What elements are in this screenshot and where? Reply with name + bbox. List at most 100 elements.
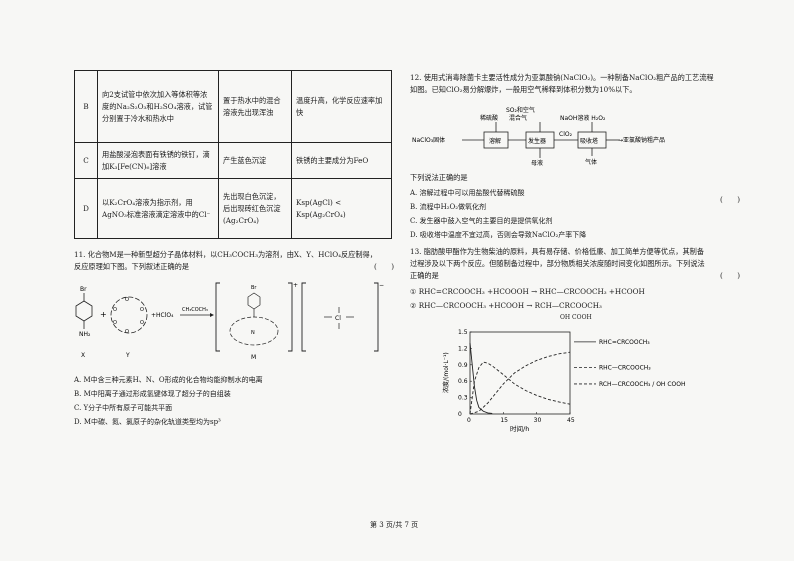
m-br-label: Br [251, 285, 257, 291]
table-cell-label: D [74, 178, 98, 239]
q11-reaction-diagram: Br NH₂ X + O O O O O O Y [75, 282, 384, 361]
y-tick-label: 1.5 [458, 329, 468, 336]
option-item[interactable]: A. M中含三种元素H、N、O形成的化合物均能抑制水的电离 [74, 376, 263, 384]
plot-frame [469, 331, 571, 415]
option-item[interactable]: D. M中碳、氮、氯原子的杂化轨道类型均为sp³ [74, 418, 221, 426]
series-line [469, 361, 571, 415]
table-cell-c2: 产生蓝色沉淀 [218, 142, 292, 179]
q13-reaction-2-sub: OH COOH [560, 314, 592, 321]
svg-text:O: O [113, 307, 117, 313]
flow-product-label: →亚氯酸钠粗产品 [618, 136, 665, 144]
hclo4-label: +HClO₄ [151, 312, 174, 319]
plus-sign: + [100, 310, 107, 319]
x-tick-label: 15 [500, 417, 508, 424]
flow-box1-label: 溶解 [489, 137, 501, 145]
option-item[interactable]: B. M中阳离子通过形成氢键体现了超分子的自组装 [74, 390, 231, 398]
x-label: X [81, 352, 85, 359]
svg-text:O: O [140, 320, 144, 326]
series-line [469, 351, 571, 415]
flow-mix-label: 混合气 [509, 114, 527, 122]
option-item[interactable]: C. Y分子中所有原子可能共平面 [74, 404, 173, 412]
solvent-label: CH₃COCH₃ [182, 307, 208, 313]
svg-text:O: O [113, 320, 117, 326]
r1-text: RHC=CRCOOCH₃ +HCOOOH → RHC—CRCOOCH₃ +HCO… [418, 287, 645, 296]
x-br-label: Br [80, 286, 87, 293]
q13-stem-2: 过程涉及以下两个反应。但随制备过程中，部分物质相关浓度随时间变化如图所示。下列说… [410, 259, 705, 268]
y-axis-label: 浓度/(mol·L⁻¹) [442, 352, 450, 393]
option-item[interactable]: D. 吸收塔中温度不宜过高，否则会导致NaClO₂产率下降 [410, 231, 587, 239]
svg-text:+: + [293, 282, 298, 289]
q11-answer-paren[interactable]: ( ) [374, 262, 394, 271]
q12-stem-1: 12. 使用式消毒除菌卡主要活性成分为亚氯酸钠(NaClO₂)。一种制备NaCl… [410, 73, 714, 82]
flow-dilute-label: 稀硫酸 [480, 114, 498, 122]
r2-text: RHC—CRCOOCH₃ +HCOOH → RCH—CRCOOCH₃ [418, 301, 602, 310]
flow-out2-label: 气体 [585, 158, 597, 166]
page-number: 第 3 页/共 7 页 [370, 521, 419, 529]
flow-box3-label: 吸收塔 [580, 137, 598, 145]
q13-reaction-1: ① RHC=CRCOOCH₃ +HCOOOH → RHC—CRCOOCH₃ +H… [410, 286, 740, 298]
right-column: 12. 使用式消毒除菌卡主要活性成分为亚氯酸钠(NaClO₂)。一种制备NaCl… [410, 72, 740, 438]
q12-stem-2: 如图。已知ClO₂易分解爆炸，一般用空气稀释到体积分数为10%以下。 [410, 85, 637, 94]
x-tick-label: 30 [534, 417, 542, 424]
q11-stem-2: 反应原理如下图。下列叙述正确的是 [74, 262, 190, 271]
r2-num: ② [410, 301, 417, 310]
q11-options: A. M中含三种元素H、N、O形成的化合物均能抑制水的电离 B. M中阳离子通过形… [74, 375, 394, 427]
table-cell-c2: 置于热水中的混合溶液先出现浑浊 [218, 70, 292, 143]
molecule-x: Br NH₂ X [75, 286, 93, 359]
x-axis-label: 时间/h [510, 424, 529, 433]
option-item[interactable]: A. 溶解过程中可以用盐酸代替稀硫酸 [410, 189, 525, 197]
q13-answer-paren[interactable]: ( ) [720, 271, 740, 280]
table-cell-label: B [74, 70, 98, 143]
table-cell-c1: 以K₂CrO₄溶液为指示剂，用AgNO₃标准溶液滴定溶液中的Cl⁻ [97, 178, 219, 239]
molecule-m: Br N + Cl − M [215, 282, 384, 361]
y-tick-label: 0.9 [458, 362, 468, 369]
flow-so2-label: SO₂和空气 [506, 106, 535, 114]
table-cell-c3: 温度升高，化学反应速率加快 [291, 70, 392, 143]
option-item[interactable]: C. 发生器中鼓入空气的主要目的是提供氧化剂 [410, 217, 553, 225]
series-line [469, 342, 493, 414]
svg-text:Cl: Cl [335, 315, 341, 322]
svg-text:O: O [140, 307, 144, 313]
x-tick-label: 0 [467, 417, 471, 424]
legend-label: RCH—CRCOOCH₃ / OH COOH [599, 381, 686, 388]
flow-input-label: NaClO₃固体 [412, 136, 445, 144]
question-12: 12. 使用式消毒除菌卡主要活性成分为亚氯酸钠(NaClO₂)。一种制备NaCl… [410, 72, 740, 240]
table-cell-c3: Ksp(AgCl) < Ksp(Ag₂CrO₄) [291, 178, 392, 239]
q12-answer-paren[interactable]: ( ) [720, 195, 740, 204]
molecule-y: O O O O O O Y [110, 296, 148, 359]
q11-stem-1: 11. 化合物M是一种新型超分子晶体材料，以CH₃COCH₃为溶剂，由X、Y、H… [74, 250, 377, 259]
question-13: 13. 脂肪酸甲酯作为生物柴油的原料，具有易存储、价格低廉、加工简单方便等优点，… [410, 246, 740, 438]
y-tick-label: 0 [458, 411, 462, 418]
y-tick-label: 0.3 [458, 395, 468, 402]
table-cell-c1: 用盐酸浸泡表面有铁锈的铁钉，滴加K₃[Fe(CN)₆]溶液 [97, 142, 219, 179]
svg-text:O: O [125, 329, 129, 335]
question-11: 11. 化合物M是一种新型超分子晶体材料，以CH₃COCH₃为溶剂，由X、Y、H… [74, 249, 394, 427]
svg-text:N: N [251, 330, 255, 336]
q13-reaction-2: ② RHC—CRCOOCH₃ +HCOOH → RCH—CRCOOCH₃ [410, 300, 740, 312]
flow-out1-label: 母液 [531, 159, 543, 167]
m-label: M [251, 354, 256, 361]
flow-clo2-label: ClO₂ [559, 131, 573, 138]
r1-num: ① [410, 287, 417, 296]
flow-box2-label: 发生器 [528, 137, 546, 145]
y-tick-label: 0.6 [458, 378, 468, 385]
x-nh2-label: NH₂ [79, 331, 91, 338]
table-cell-c3: 铁锈的主要成分为FeO [291, 142, 392, 179]
table-cell-label: C [74, 142, 98, 179]
svg-text:−: − [379, 282, 384, 289]
table-cell-c2: 先出现白色沉淀，后出现砖红色沉淀(Ag₂CrO₄) [218, 178, 292, 239]
q12-flow-diagram: SO₂和空气 混合气 稀硫酸 NaOH溶液 H₂O₂ NaClO₃固体 溶解 发… [412, 106, 665, 167]
q12-options: A. 溶解过程中可以用盐酸代替稀硫酸 B. 流程中H₂O₂做氧化剂 C. 发生器中鼓… [410, 188, 740, 240]
option-item[interactable]: B. 流程中H₂O₂做氧化剂 [410, 203, 487, 211]
flow-naoh-label: NaOH溶液 H₂O₂ [560, 114, 606, 122]
legend-label: RHC=CRCOOCH₃ [599, 339, 650, 346]
svg-text:O: O [125, 297, 129, 303]
q13-stem-3: 正确的是 [410, 271, 439, 280]
x-tick-label: 45 [567, 417, 575, 424]
